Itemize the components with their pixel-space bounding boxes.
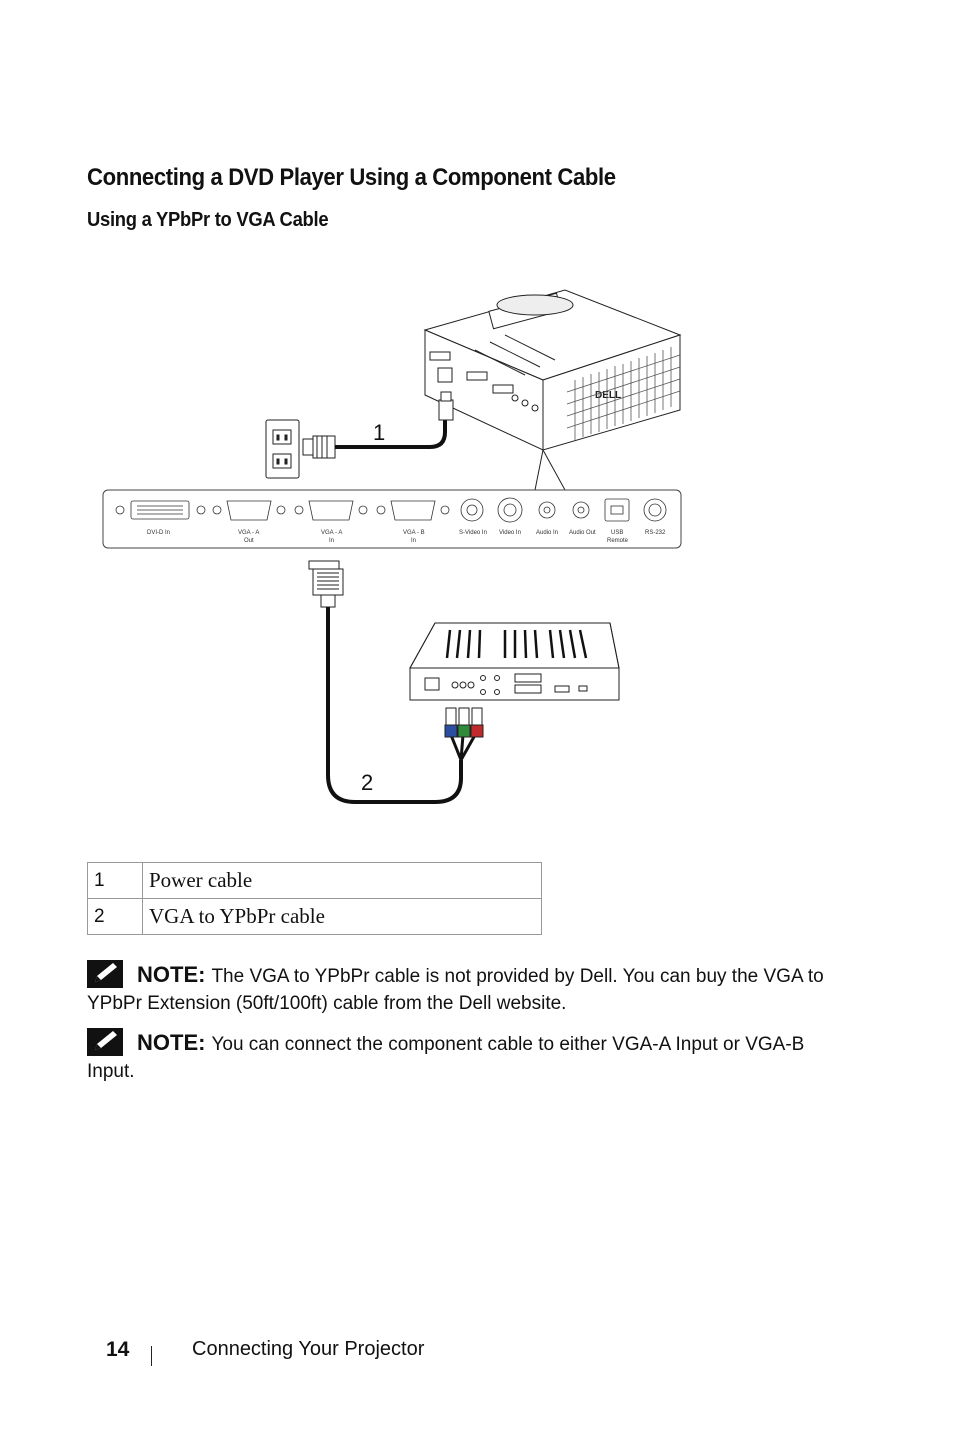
note-text: The VGA to YPbPr cable is not provided b…: [87, 966, 824, 1014]
vga-to-ypbpr-cable: [308, 560, 484, 804]
power-cable: [302, 391, 454, 459]
legend-table: 1 Power cable 2 VGA to YPbPr cable: [87, 862, 542, 935]
subsection-heading: Using a YPbPr to VGA Cable: [87, 209, 329, 231]
legend-number: 1: [87, 862, 143, 899]
note-text: You can connect the component cable to e…: [87, 1034, 805, 1082]
projector-vent-grille: [566, 347, 681, 440]
table-row: 2 VGA to YPbPr cable: [87, 898, 542, 935]
port-label-usb-2: Remote: [607, 538, 629, 544]
port-label-audio-out: Audio Out: [569, 530, 596, 536]
port-label-vga-a-in-2: In: [329, 538, 334, 544]
projector-illustration: DELL: [423, 289, 682, 451]
port-label-vga-b-in: VGA - B: [403, 530, 425, 536]
pencil-note-icon: [87, 960, 123, 988]
port-label-audio-in: Audio In: [536, 530, 558, 536]
note-2: NOTE:You can connect the component cable…: [87, 1028, 847, 1085]
footer-divider: [151, 1346, 152, 1366]
pencil-note-icon: [87, 1028, 123, 1056]
callout-1: 1: [373, 420, 385, 445]
port-label-usb: USB: [611, 530, 623, 536]
legend-label: VGA to YPbPr cable: [142, 898, 542, 935]
dvd-player-illustration: [409, 622, 620, 701]
connector-panel: [102, 489, 682, 549]
legend-number: 2: [87, 898, 143, 935]
note-1: NOTE:The VGA to YPbPr cable is not provi…: [87, 960, 847, 1017]
port-label-vga-b-in-2: In: [411, 538, 416, 544]
port-label-rs232: RS-232: [645, 530, 666, 536]
note-label: NOTE:: [137, 962, 206, 987]
wall-outlet-illustration: [265, 419, 300, 479]
connection-diagram: DELL 1: [102, 289, 682, 804]
port-label-svideo: S-Video In: [459, 530, 487, 536]
port-label-video: Video In: [499, 530, 521, 536]
callout-2: 2: [361, 770, 373, 795]
port-label-dvi: DVI-D In: [147, 530, 170, 536]
page-number: 14: [106, 1338, 130, 1361]
table-row: 1 Power cable: [87, 862, 542, 899]
footer-section-title: Connecting Your Projector: [192, 1338, 425, 1360]
svg-text:DELL: DELL: [595, 390, 621, 401]
port-label-vga-a-in: VGA - A: [321, 530, 342, 536]
legend-label: Power cable: [142, 862, 542, 899]
port-label-vga-a-out: VGA - A: [238, 530, 259, 536]
note-label: NOTE:: [137, 1030, 206, 1055]
section-heading: Connecting a DVD Player Using a Componen…: [87, 164, 616, 191]
port-label-vga-a-out-2: Out: [244, 538, 254, 544]
